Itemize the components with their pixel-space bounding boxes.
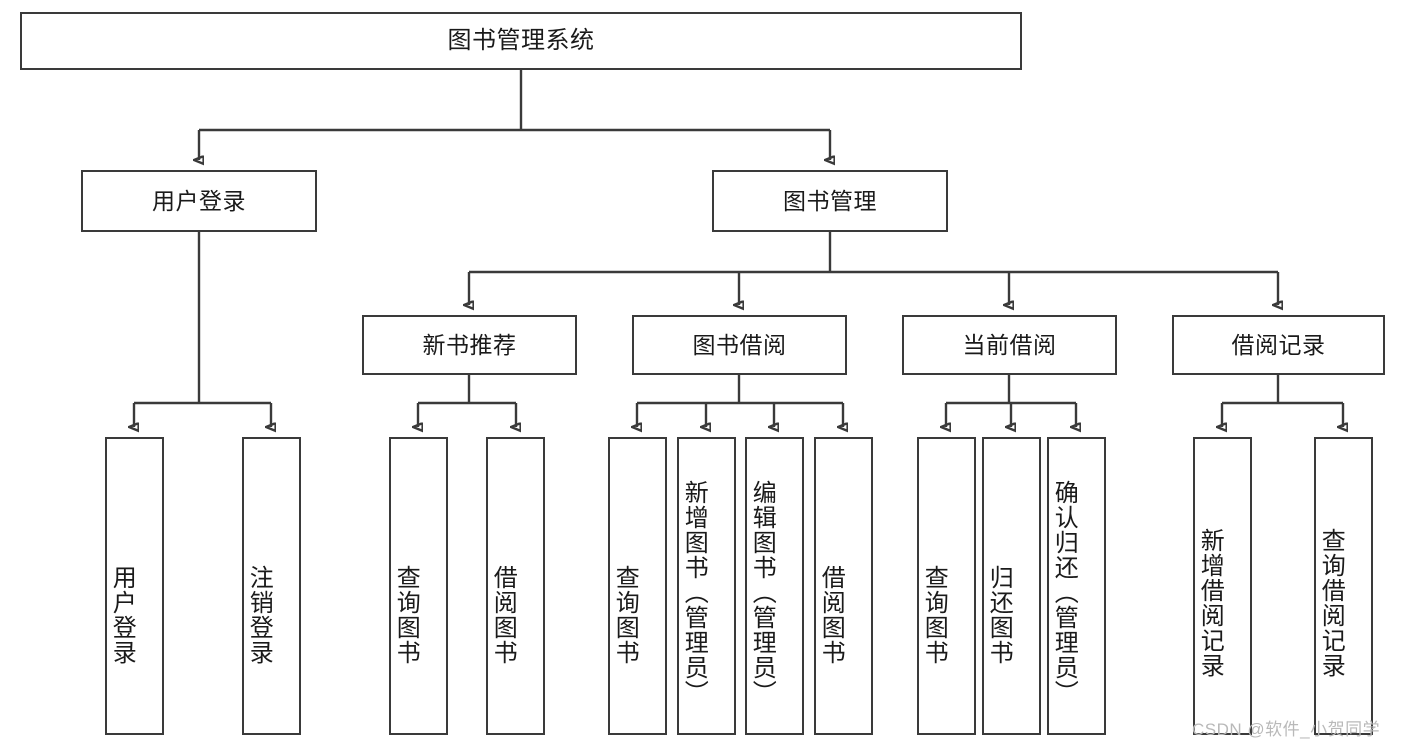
node-leaf-query-book-3[interactable]: 查询图书 [917, 437, 976, 735]
node-leaf-add-book[interactable]: 新增图书（管理员） [677, 437, 736, 735]
node-leaf-query-record[interactable]: 查询借阅记录 [1314, 437, 1373, 735]
node-new-book-rec[interactable]: 新书推荐 [362, 315, 577, 375]
node-leaf-return-book-label: 归还图书 [985, 565, 1013, 665]
node-leaf-edit-book[interactable]: 编辑图书（管理员） [745, 437, 804, 735]
node-book-borrow[interactable]: 图书借阅 [632, 315, 847, 375]
node-leaf-confirm-return[interactable]: 确认归还（管理员） [1047, 437, 1106, 735]
node-leaf-user-logout[interactable]: 注销登录 [242, 437, 301, 735]
node-leaf-query-book-2-label: 查询图书 [611, 565, 639, 665]
node-leaf-user-login-label: 用户登录 [108, 565, 136, 665]
node-leaf-confirm-return-label: 确认归还（管理员） [1050, 479, 1078, 705]
node-leaf-user-login[interactable]: 用户登录 [105, 437, 164, 735]
node-borrow-record[interactable]: 借阅记录 [1172, 315, 1385, 375]
node-leaf-query-book-2[interactable]: 查询图书 [608, 437, 667, 735]
node-root-label: 图书管理系统 [447, 27, 595, 54]
node-book-manage-label: 图书管理 [783, 187, 877, 214]
node-leaf-edit-book-label: 编辑图书（管理员） [748, 479, 776, 705]
node-current-borrow[interactable]: 当前借阅 [902, 315, 1117, 375]
node-new-book-rec-label: 新书推荐 [422, 331, 517, 358]
node-book-manage[interactable]: 图书管理 [712, 170, 948, 232]
node-leaf-add-record[interactable]: 新增借阅记录 [1193, 437, 1252, 735]
node-leaf-borrow-book-2[interactable]: 借阅图书 [814, 437, 873, 735]
csdn-watermark: CSDN @软件_小贺同学 [1192, 720, 1381, 739]
node-leaf-return-book[interactable]: 归还图书 [982, 437, 1041, 735]
node-user-login-label: 用户登录 [152, 187, 246, 214]
node-book-borrow-label: 图书借阅 [692, 331, 787, 358]
node-leaf-user-logout-label: 注销登录 [245, 565, 273, 665]
node-root[interactable]: 图书管理系统 [20, 12, 1022, 70]
node-leaf-borrow-book-1-label: 借阅图书 [489, 565, 517, 665]
node-leaf-query-book-1[interactable]: 查询图书 [389, 437, 448, 735]
node-leaf-query-record-label: 查询借阅记录 [1317, 528, 1345, 678]
node-user-login[interactable]: 用户登录 [81, 170, 317, 232]
node-leaf-add-book-label: 新增图书（管理员） [680, 479, 708, 705]
node-leaf-query-book-3-label: 查询图书 [920, 565, 948, 665]
node-leaf-borrow-book-1[interactable]: 借阅图书 [486, 437, 545, 735]
node-current-borrow-label: 当前借阅 [962, 331, 1057, 358]
node-leaf-borrow-book-2-label: 借阅图书 [817, 565, 845, 665]
node-leaf-query-book-1-label: 查询图书 [392, 565, 420, 665]
node-borrow-record-label: 借阅记录 [1231, 331, 1326, 358]
node-leaf-add-record-label: 新增借阅记录 [1196, 528, 1224, 678]
